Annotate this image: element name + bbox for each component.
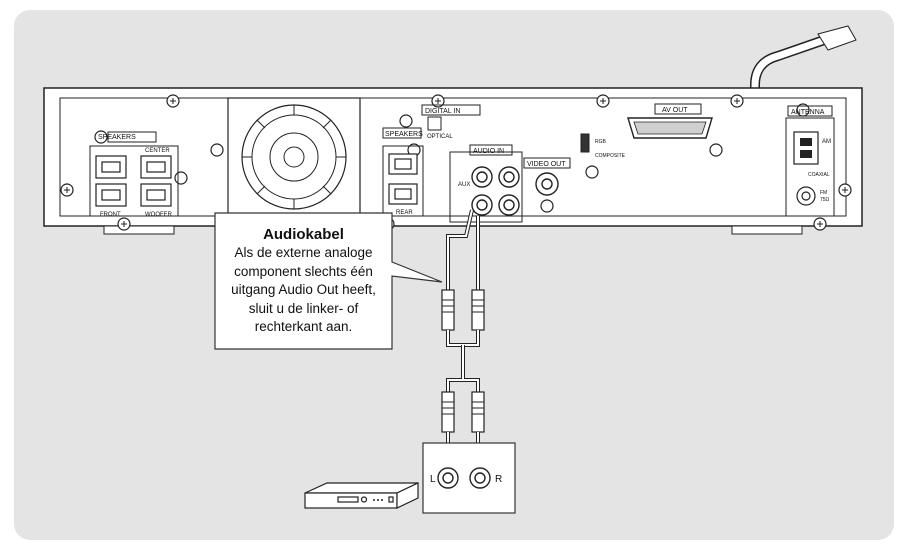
video-out-label: VIDEO OUT	[527, 161, 566, 168]
external-right-label: R	[495, 474, 502, 485]
am-label: AM	[822, 139, 831, 145]
ohm-label: 75Ω	[820, 197, 830, 203]
speakers-label-rear: SPEAKERS	[385, 131, 423, 138]
optical-label: OPTICAL	[427, 134, 453, 140]
digital-in-label: DIGITAL IN	[425, 108, 460, 115]
av-out-label: AV OUT	[662, 107, 688, 114]
antenna-label: ANTENNA	[791, 109, 825, 116]
callout-body-line-2: component slechts één	[234, 263, 373, 279]
callout-box	[214, 212, 443, 350]
center-label: CENTER	[145, 148, 170, 154]
fm-label: FM	[820, 190, 827, 196]
woofer-label: WOOFER	[145, 212, 173, 218]
audiokabel-callout: Audiokabel Als de externe analoge compon…	[215, 213, 392, 349]
aux-label: AUX	[458, 182, 470, 188]
callout-title: Audiokabel	[263, 226, 344, 244]
receiver-rear-panel: SPEAKERS CENTER FRONT WOOFER DIGITAL IN …	[43, 87, 863, 235]
coaxial-label: COAXIAL	[808, 172, 830, 178]
callout-body-line-4: sluit u de linker- of	[248, 300, 359, 316]
composite-label: COMPOSITE	[595, 153, 626, 159]
rgb-label: RGB	[595, 139, 607, 145]
antenna-cable	[750, 25, 857, 118]
callout-body-line-3: uitgang Audio Out heeft,	[231, 282, 376, 298]
external-left-label: L	[430, 474, 436, 485]
speakers-label-main: SPEAKERS	[98, 134, 136, 141]
external-jacks	[437, 467, 491, 489]
external-audio-device	[304, 482, 419, 509]
callout-body-line-5: rechterkant aan.	[254, 319, 353, 335]
front-label: FRONT	[100, 212, 121, 218]
callout-body-line-1: Als de externe analoge	[234, 245, 373, 261]
rear-label: REAR	[396, 210, 413, 216]
